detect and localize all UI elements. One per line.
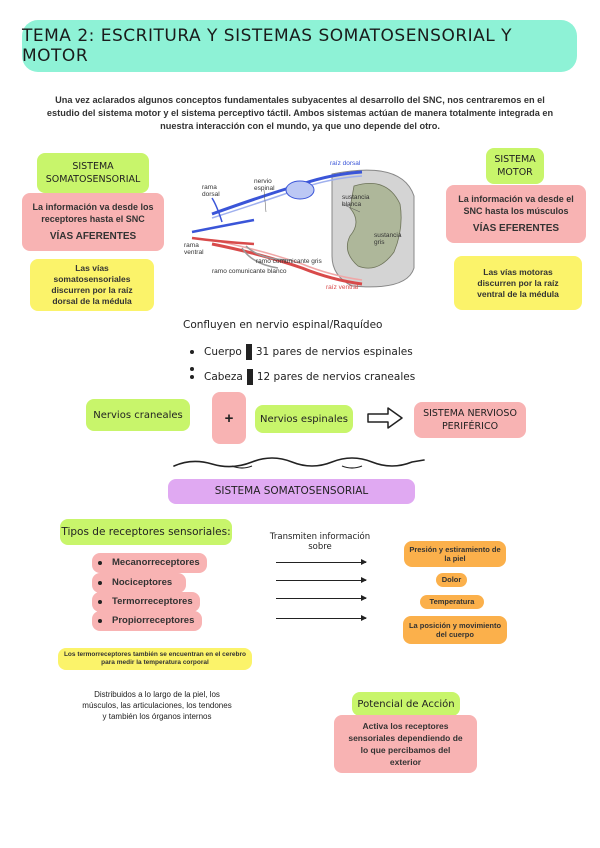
info-dolor: Dolor (436, 573, 467, 587)
right-vias: VÍAS EFERENTES (472, 223, 560, 234)
bullet-icon (98, 600, 102, 604)
left-vias: VÍAS AFERENTES (49, 231, 137, 242)
left-heading: SISTEMA SOMATOSENSORIAL (37, 153, 149, 193)
confluyen-heading: Confluyen en nervio espinal/Raquídeo (183, 319, 383, 331)
right-info-text: La información va desde el SNC hasta los… (458, 194, 574, 216)
bullet-icon (190, 375, 194, 379)
bar-icon (245, 344, 252, 360)
nervios-espinales-box: Nervios espinales (255, 405, 353, 433)
potencial-box: Activa los receptores sensoriales depend… (334, 715, 477, 773)
arrow-propio (276, 615, 367, 621)
outline-arrow-right-icon (367, 407, 403, 429)
sistema-nervioso-periferico-box: SISTEMA NERVIOSO PERIFÉRICO (414, 402, 526, 438)
bullet-icon (190, 350, 194, 354)
arrow-noci (276, 577, 367, 583)
bullet-icon (98, 619, 102, 623)
arrow-termo (276, 595, 367, 601)
empty-bullet (190, 360, 204, 378)
intro-paragraph: Una vez aclarados algunos conceptos fund… (46, 95, 554, 131)
wavy-divider (173, 457, 425, 469)
label-rama-dorsal: rama dorsal (202, 184, 220, 198)
receptor-noci: Nociceptores (92, 573, 186, 593)
label-sustancia-gris: sustancia gris (374, 232, 402, 246)
label-sustancia-blanca: sustancia blanca (342, 194, 370, 208)
bullet-icon (98, 581, 102, 585)
termo-note: Los termorreceptores también se encuentr… (58, 648, 252, 670)
transmiten-label: Transmiten información sobre (269, 532, 371, 552)
receptor-mecano: Mecanorreceptores (92, 553, 207, 573)
page-title: TEMA 2: ESCRITURA Y SISTEMAS SOMATOSENSO… (22, 20, 577, 72)
info-presion: Presión y estiramiento de la piel (404, 541, 506, 567)
spinal-cord-illustration (191, 169, 415, 288)
label-raiz-ventral: raíz ventral (326, 284, 359, 291)
label-nervio-espinal: nervio espinal (254, 178, 275, 192)
distribuidos-text: Distribuidos a lo largo de la piel, los … (82, 690, 232, 721)
right-info-box: La información va desde el SNC hasta los… (446, 185, 586, 243)
confluyen-item-cabeza: Cabeza 12 pares de nervios craneales (190, 369, 415, 385)
plus-box: + (212, 392, 246, 444)
receptor-termo: Termorreceptores (92, 592, 200, 612)
potencial-heading: Potencial de Acción (352, 692, 460, 716)
left-info-box: La información va desde los receptores h… (22, 193, 164, 251)
label-ramo-gris: ramo comunicante gris (256, 258, 322, 265)
left-info-text: La información va desde los receptores h… (32, 202, 154, 224)
receptor-propio: Propiorreceptores (92, 611, 202, 631)
info-temperatura: Temperatura (420, 595, 484, 609)
label-ramo-blanco: ramo comunicante blanco (212, 268, 287, 275)
right-note: Las vías motoras discurren por la raíz v… (454, 256, 582, 310)
label-raiz-dorsal: raíz dorsal (330, 160, 361, 167)
bar-icon (246, 369, 253, 385)
somato-heading: SISTEMA SOMATOSENSORIAL (168, 479, 415, 504)
right-heading: SISTEMA MOTOR (486, 148, 544, 184)
label-rama-ventral: rama ventral (184, 242, 204, 256)
confluyen-item-cuerpo: Cuerpo 31 pares de nervios espinales (190, 344, 413, 360)
arrow-mecano (276, 559, 367, 565)
spinal-cord-diagram: raíz dorsal rama dorsal nervio espinal s… (182, 156, 425, 296)
bullet-icon (190, 366, 194, 371)
info-posicion: La posición y movimiento del cuerpo (403, 616, 507, 644)
nervios-craneales-box: Nervios craneales (86, 399, 190, 431)
bullet-icon (98, 561, 102, 565)
plus-icon: + (224, 409, 234, 427)
types-heading: Tipos de receptores sensoriales: (60, 519, 232, 545)
left-note: Las vías somatosensoriales discurren por… (30, 259, 154, 311)
